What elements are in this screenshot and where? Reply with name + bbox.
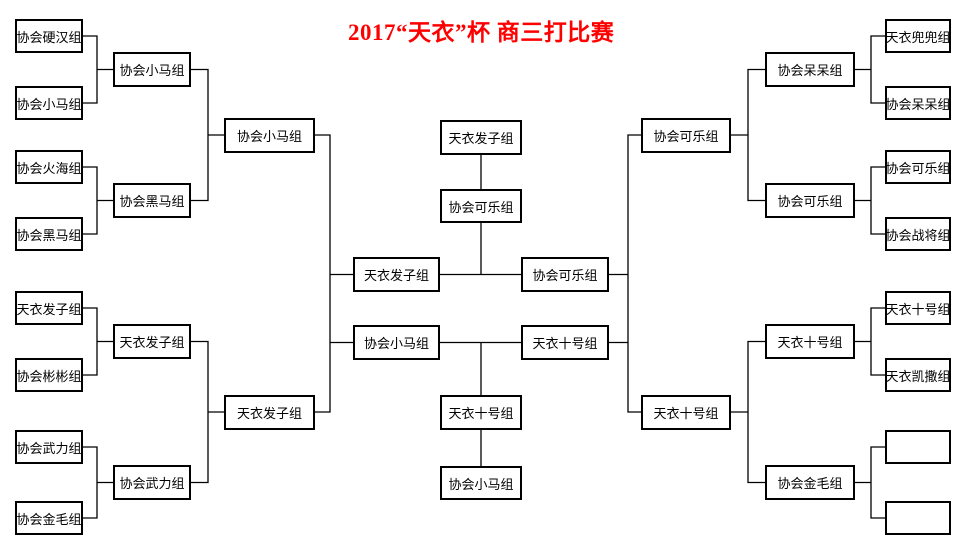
left-round1-box-5: 天衣发子组 (15, 291, 83, 325)
right-round1-box-8-empty (885, 501, 951, 535)
right-round1-box-3: 协会可乐组 (885, 150, 951, 184)
right-round2-box-2: 协会可乐组 (765, 183, 855, 218)
right-round1-box-4: 协会战将组 (885, 217, 951, 251)
left-round2-connectors (191, 68, 224, 484)
final-left-finalist-box: 天衣发子组 (353, 257, 440, 292)
left-round1-box-4: 协会黑马组 (15, 217, 83, 251)
right-round3-box-2: 天衣十号组 (641, 394, 731, 430)
right-round2-connectors (731, 68, 765, 484)
right-pair-connectors (855, 35, 885, 519)
right-round2-box-1: 协会呆呆组 (765, 52, 855, 87)
left-round1-box-2: 协会小马组 (15, 86, 83, 120)
left-round1-box-3: 协会火海组 (15, 150, 83, 184)
champion-box: 天衣发子组 (440, 120, 522, 155)
left-round2-box-3: 天衣发子组 (113, 324, 191, 359)
left-pair-connectors (83, 35, 113, 519)
final-winner-box: 协会可乐组 (440, 189, 522, 223)
left-round2-box-2: 协会黑马组 (113, 183, 191, 218)
right-round3-box-1: 协会可乐组 (641, 117, 731, 153)
third-place-second-box: 协会小马组 (440, 466, 522, 500)
page-title: 2017“天衣”杯 商三打比赛 (348, 20, 615, 45)
left-semifinal-connectors (315, 134, 353, 413)
left-round3-box-1: 协会小马组 (224, 117, 315, 153)
left-round2-box-4: 协会武力组 (113, 465, 191, 500)
right-round2-box-3: 天衣十号组 (765, 324, 855, 359)
left-round1-box-7: 协会武力组 (15, 430, 83, 464)
right-round2-box-4: 协会金毛组 (765, 465, 855, 500)
third-place-winner-box: 天衣十号组 (440, 395, 522, 430)
final-right-finalist-box: 协会可乐组 (521, 257, 609, 292)
right-round1-box-2: 协会呆呆组 (885, 86, 951, 120)
left-round1-box-8: 协会金毛组 (15, 501, 83, 535)
final-match-connectors (440, 155, 521, 276)
left-round1-box-1: 协会硬汉组 (15, 19, 83, 53)
third-place-right-box: 天衣十号组 (521, 325, 609, 360)
left-round1-box-6: 协会彬彬组 (15, 358, 83, 392)
right-round1-box-1: 天衣兜兜组 (885, 19, 951, 53)
right-round1-box-7-empty (885, 430, 951, 464)
right-semifinal-connectors (609, 134, 641, 413)
right-round1-box-6: 天衣凯撒组 (885, 358, 951, 392)
left-round2-box-1: 协会小马组 (113, 52, 191, 87)
third-place-connectors (440, 341, 521, 466)
third-place-left-box: 协会小马组 (353, 325, 440, 360)
left-round3-box-2: 天衣发子组 (224, 394, 315, 430)
right-round1-box-5: 天衣十号组 (885, 291, 951, 325)
